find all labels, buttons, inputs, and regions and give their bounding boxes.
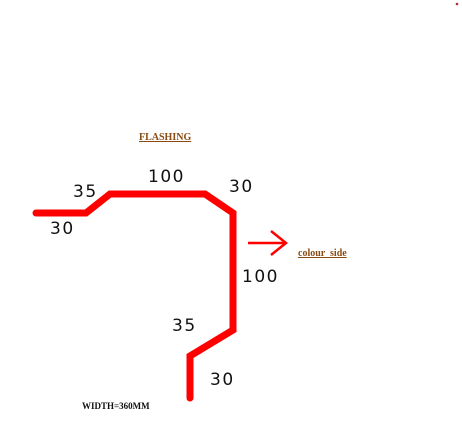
width-label: WIDTH=360MM bbox=[82, 401, 150, 411]
dimension-left-slope: 35 bbox=[73, 182, 98, 202]
dimension-vertical: 100 bbox=[242, 267, 279, 287]
dimension-top-right-slope: 30 bbox=[229, 177, 254, 197]
dimension-top: 100 bbox=[148, 167, 185, 187]
dimension-bottom-leg: 30 bbox=[210, 370, 235, 390]
colour-side-arrow-icon bbox=[248, 230, 289, 256]
dimension-lower-slope: 35 bbox=[172, 316, 197, 336]
colour-side-label: colour side bbox=[298, 248, 347, 259]
dimension-left-lip: 30 bbox=[50, 219, 75, 239]
title-label: FLASHING bbox=[139, 132, 191, 143]
corner-dot bbox=[455, 2, 459, 6]
flashing-profile-line bbox=[32, 190, 237, 402]
